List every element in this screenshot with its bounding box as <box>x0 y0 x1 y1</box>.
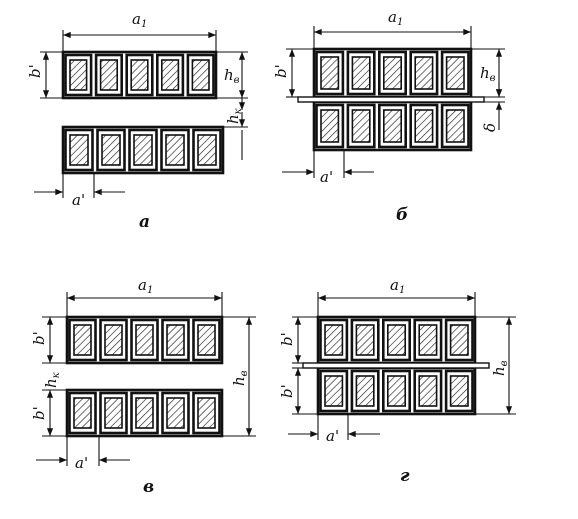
panel-b-top-row-conductor <box>445 56 465 90</box>
panel-v-top-row-conductor <box>135 324 154 356</box>
panel-b-a1-label: a1 <box>388 8 403 28</box>
panel-g-bottom-row <box>316 366 477 416</box>
panel-a-bottom-row-conductor <box>197 134 217 166</box>
panel-b-bottom-row-conductor <box>445 109 465 143</box>
panel-g-top-row-conductor <box>324 324 344 356</box>
panel-b-caption: б <box>396 205 408 225</box>
panel-v: a1 b' hк b' hв a' в <box>30 276 256 497</box>
panel-b-top-row-conductor <box>351 56 371 90</box>
panel-v-bottom-row <box>65 388 224 438</box>
panel-a-top-row-conductor <box>161 59 180 91</box>
panel-g-bottom-row-conductor <box>418 375 438 407</box>
panel-g-a1-label: a1 <box>390 276 405 296</box>
panel-v-hv-label: hв <box>230 370 250 386</box>
panel-v-top-row <box>65 315 224 365</box>
panel-b-bottom-row <box>312 100 473 152</box>
panel-g-top-row-conductor <box>386 324 406 356</box>
panel-a-bottom-row-conductor <box>69 134 89 166</box>
panel-v-bottom-row-conductor <box>166 397 185 429</box>
panel-a-bottom-row-conductor <box>101 134 121 166</box>
panel-b: a1 b' hв δ a' б <box>272 8 505 225</box>
panel-b-bottom-row-conductor <box>351 109 371 143</box>
panel-a-b-prime-label: b' <box>26 64 44 78</box>
panel-b-a-prime-label: a' <box>320 168 333 186</box>
panel-g-top-row-conductor <box>355 324 375 356</box>
panel-g-top-row <box>316 315 477 365</box>
panel-a-bottom-row <box>61 125 225 175</box>
panel-g-bottom-row-conductor <box>355 375 375 407</box>
panel-v-b-prime-bottom-label: b' <box>30 406 48 420</box>
panel-g-bottom-row-conductor <box>324 375 344 407</box>
panel-b-delta-label: δ <box>481 123 499 132</box>
panel-a-top-row-conductor <box>69 59 88 91</box>
panel-g-caption: г <box>400 466 410 486</box>
panel-b-bottom-row-conductor <box>382 109 402 143</box>
panel-g-b-prime-top-label: b' <box>278 332 296 346</box>
panel-a-bottom-row-conductor <box>165 134 185 166</box>
panel-v-b-prime-top-label: b' <box>30 331 48 345</box>
panel-v-top-row-conductor <box>73 324 92 356</box>
panel-g-top-row-conductor <box>449 324 469 356</box>
panel-g-a-prime-label: a' <box>326 427 339 445</box>
panel-v-caption: в <box>143 477 154 497</box>
panel-v-bottom-row-conductor <box>73 397 92 429</box>
panel-b-separator <box>297 96 485 103</box>
panel-b-bottom-row-conductor <box>320 109 340 143</box>
panel-a-top-row <box>61 50 218 100</box>
panel-a-top-row-conductor <box>191 59 210 91</box>
panel-v-top-row-conductor <box>197 324 216 356</box>
panel-a-hv-label: hв <box>224 66 240 86</box>
panel-a-a1-label: a1 <box>132 10 147 30</box>
panel-g-separator <box>302 362 490 369</box>
panel-a-top-row-conductor <box>130 59 149 91</box>
panel-b-bottom-row-conductor <box>414 109 434 143</box>
panel-a-caption: а <box>139 212 150 232</box>
panel-b-top-row-conductor <box>382 56 402 90</box>
panel-b-b-prime-label: b' <box>272 64 290 78</box>
panel-b-top-row-conductor <box>414 56 434 90</box>
panel-g-b-prime-bottom-label: b' <box>278 384 296 398</box>
panel-g-bottom-row-conductor <box>386 375 406 407</box>
panel-b-top-row <box>312 47 473 99</box>
panel-b-hv-label: hв <box>480 64 496 84</box>
panel-v-top-row-conductor <box>166 324 185 356</box>
panel-a: a1 b' hв hк a' а <box>26 10 248 232</box>
panel-a-hk-label: hк <box>224 108 244 124</box>
panel-v-a-prime-label: a' <box>75 454 88 472</box>
panel-v-bottom-row-conductor <box>104 397 123 429</box>
panel-v-bottom-row-conductor <box>135 397 154 429</box>
panel-b-top-row-conductor <box>320 56 340 90</box>
panel-a-bottom-row-conductor <box>133 134 153 166</box>
panel-g-hv-label: hв <box>490 360 510 376</box>
panel-v-bottom-row-conductor <box>197 397 216 429</box>
panel-g-top-row-conductor <box>418 324 438 356</box>
panel-v-a1-label: a1 <box>138 276 153 296</box>
panel-v-hk-label: hк <box>42 372 62 388</box>
panel-g-bottom-row-conductor <box>449 375 469 407</box>
panel-a-a-prime-label: a' <box>72 191 85 209</box>
panel-g: a1 b' b' hв a' г <box>278 276 516 486</box>
panel-v-top-row-conductor <box>104 324 123 356</box>
panel-a-top-row-conductor <box>99 59 118 91</box>
